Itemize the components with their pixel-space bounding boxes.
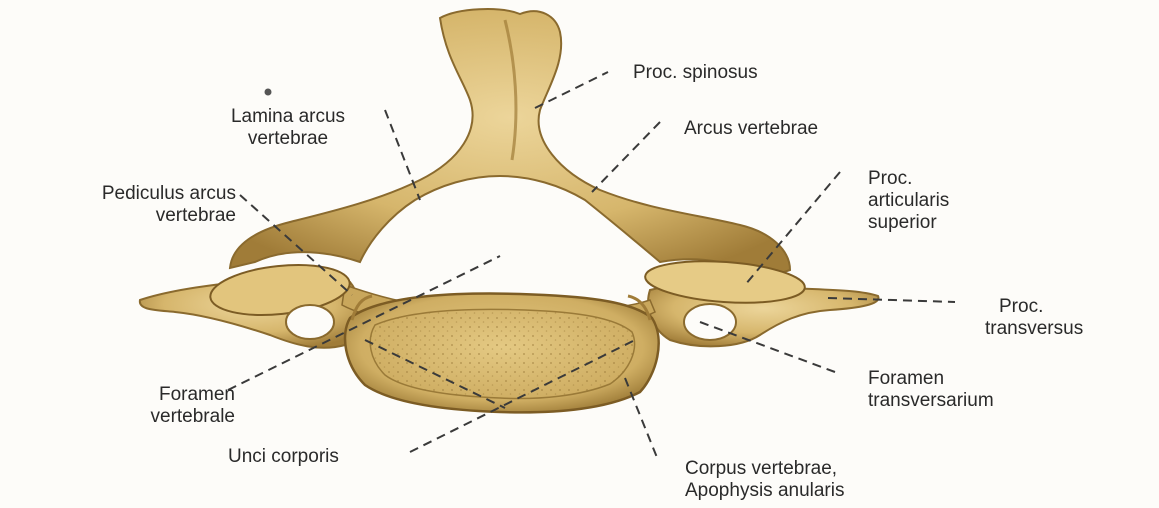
- label-proc-transversus: Proc. transversus: [985, 296, 1125, 340]
- proc-spinosus-text: Proc. spinosus: [633, 62, 758, 83]
- label-pediculus: Pediculus arcus vertebrae: [8, 183, 236, 227]
- foramen-transversarium-line-2: transversarium: [868, 390, 994, 412]
- foramen-vertebrale-line-2: vertebrale: [60, 406, 235, 428]
- label-proc-articularis: Proc. articularis superior: [868, 168, 949, 234]
- proc-articularis-line-3: superior: [868, 212, 949, 234]
- label-lamina-arcus: Lamina arcus vertebrae: [188, 106, 388, 150]
- proc-articularis-line-2: articularis: [868, 190, 949, 212]
- pediculus-line-1: Pediculus arcus: [8, 183, 236, 205]
- proc-transversus-line-1: Proc.: [985, 296, 1125, 318]
- corpus-line-2: Apophysis anularis: [685, 480, 844, 502]
- arcus-vertebrae-text: Arcus vertebrae: [684, 118, 818, 139]
- corpus-line-1: Corpus vertebrae,: [685, 458, 844, 480]
- label-corpus-vertebrae: Corpus vertebrae, Apophysis anularis: [685, 458, 844, 502]
- left-foramen-transversarium: [286, 305, 334, 339]
- lamina-arcus-line-2: vertebrae: [188, 128, 388, 150]
- right-foramen-transversarium: [684, 304, 736, 340]
- label-arcus-vertebrae: Arcus vertebrae: [684, 118, 818, 140]
- leader-lamina-arcus: [385, 110, 420, 200]
- foramen-vertebrale-line-1: Foramen: [60, 384, 235, 406]
- label-proc-spinosus: Proc. spinosus: [633, 62, 758, 84]
- label-foramen-transversarium: Foramen transversarium: [868, 368, 994, 412]
- lamina-arcus-line-1: Lamina arcus: [188, 106, 388, 128]
- label-foramen-vertebrale: Foramen vertebrale: [60, 384, 235, 428]
- leader-arcus-vertebrae: [592, 122, 660, 192]
- corpus-surface: [370, 309, 634, 398]
- label-unci-corporis: Unci corporis: [228, 446, 339, 468]
- stray-dot: [265, 89, 272, 96]
- foramen-transversarium-line-1: Foramen: [868, 368, 994, 390]
- proc-articularis-line-1: Proc.: [868, 168, 949, 190]
- unci-corporis-text: Unci corporis: [228, 446, 339, 467]
- leader-proc-articularis: [745, 172, 840, 285]
- pediculus-line-2: vertebrae: [8, 205, 236, 227]
- proc-transversus-line-2: transversus: [985, 318, 1125, 340]
